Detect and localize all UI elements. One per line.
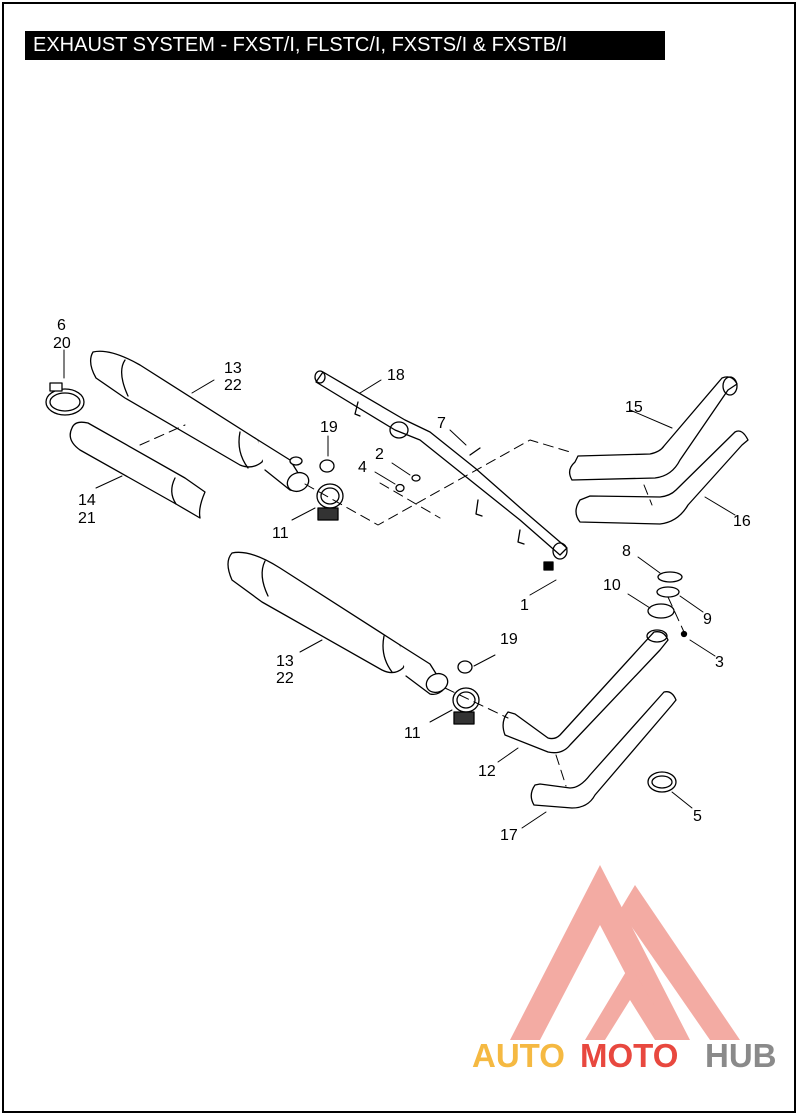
callout-13-upper: 13 (224, 360, 242, 377)
callout-11-lower: 11 (404, 725, 421, 742)
callout-16: 16 (733, 513, 751, 530)
header-pipe-17 (530, 691, 677, 809)
muffler-lower (227, 551, 449, 696)
watermark-logo: AUTO MOTO HUB (470, 855, 795, 1080)
ring-8 (657, 571, 683, 583)
callout-17: 17 (500, 827, 518, 844)
washer-2 (411, 474, 421, 482)
callout-14: 14 (78, 492, 96, 509)
callout-11-upper: 11 (272, 525, 289, 542)
nut-4 (395, 483, 405, 493)
callout-3: 3 (715, 654, 724, 671)
callout-15: 15 (625, 399, 643, 416)
callout-2: 2 (375, 446, 384, 463)
clamp-11-upper (316, 483, 344, 521)
leader-lines (63, 349, 736, 829)
bracket-18 (314, 370, 568, 560)
callout-labels: 6 20 13 22 14 21 19 11 18 2 4 7 15 16 8 … (53, 317, 751, 844)
header-pipe-16 (575, 430, 749, 525)
watermark-hub: HUB (705, 1037, 777, 1074)
heat-shield-muffler (69, 421, 206, 519)
callout-7: 7 (437, 415, 446, 432)
callout-19-lower: 19 (500, 631, 518, 648)
callout-19-upper: 19 (320, 419, 338, 436)
watermark-moto: MOTO (580, 1037, 678, 1074)
callout-20: 20 (53, 335, 71, 352)
callout-21: 21 (78, 510, 96, 527)
callout-5: 5 (693, 808, 702, 825)
mountain-logo-icon: AUTO MOTO HUB (472, 865, 777, 1074)
callout-22-lower: 22 (276, 670, 294, 687)
callout-6: 6 (57, 317, 66, 334)
watermark-auto: AUTO (472, 1037, 565, 1074)
callout-8: 8 (622, 543, 631, 560)
flange-10 (647, 603, 675, 619)
callout-12: 12 (478, 763, 496, 780)
clamp-5 (647, 771, 677, 793)
callout-9: 9 (703, 611, 712, 628)
callout-4: 4 (358, 459, 367, 476)
ring-9 (656, 586, 680, 598)
gasket-19-lower (457, 660, 473, 674)
locknut-1 (543, 561, 554, 571)
callout-18: 18 (387, 367, 405, 384)
hose-clamp-upper (45, 382, 85, 416)
gasket-19-upper (319, 459, 335, 473)
header-pipe-12 (502, 629, 669, 754)
page-title: EXHAUST SYSTEM - FXST/I, FLSTC/I, FXSTS/… (25, 31, 665, 60)
callout-10: 10 (603, 577, 621, 594)
callout-1: 1 (520, 597, 529, 614)
callout-13-lower: 13 (276, 653, 294, 670)
header-pipe-15 (568, 376, 738, 481)
callout-22-upper: 22 (224, 377, 242, 394)
assembly-lines (139, 424, 685, 787)
bolt-7 (469, 447, 481, 456)
clamp-11-lower (452, 687, 480, 725)
